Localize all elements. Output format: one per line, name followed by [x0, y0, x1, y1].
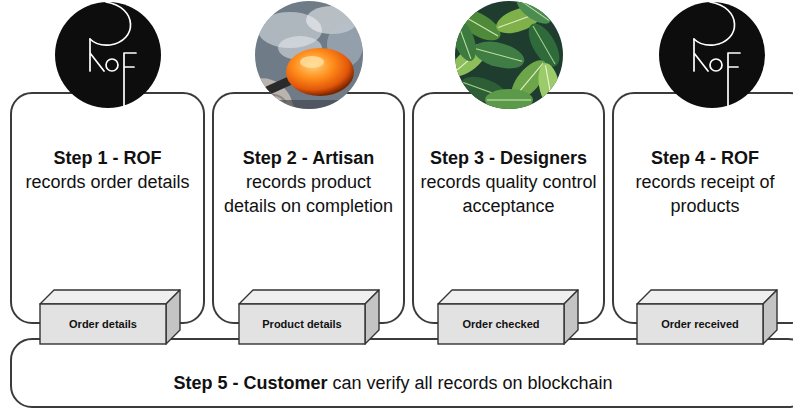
rof-logo-part-part [124, 53, 136, 108]
leaves-pattern-part-part-part [535, 62, 562, 109]
block-label: Order checked [462, 317, 539, 331]
artisan-photo-part [300, 56, 324, 68]
artisan-photo-part [254, 0, 366, 112]
text-block: Step 4 - ROFrecords receipt of products [628, 146, 782, 218]
leaves-pattern-part-part [471, 37, 527, 74]
leaves-pattern-part-part-part [487, 100, 531, 101]
rof-logo-part-part [90, 2, 131, 45]
block-top-face [637, 290, 777, 304]
step-description: records product details on completion [222, 170, 395, 218]
artisan-photo [254, 0, 366, 112]
process-box: Step 2 - Artisanrecords product details … [212, 92, 405, 324]
rof-logo-part-part [694, 39, 708, 71]
record-block: Order details [40, 304, 166, 344]
rof-logo-part [694, 2, 740, 108]
block-front-face [438, 304, 564, 344]
leaves-pattern-part-part-part [512, 0, 555, 29]
block-top-face [239, 290, 379, 304]
artisan-photo-part [286, 48, 354, 96]
step-heading: Step 5 - Customer [173, 373, 327, 393]
leaves-pattern-part [446, 0, 566, 111]
rof-logo [659, 2, 765, 108]
step-heading: Step 1 - ROF [20, 146, 195, 170]
step-description: records receipt of products [628, 170, 782, 218]
block-side-face [365, 290, 379, 344]
text-block: Step 3 - Designersrecords quality contro… [420, 146, 597, 218]
leaves-pattern-part-part-part [471, 37, 527, 74]
process-box: Step 1 - ROFrecords order details [10, 92, 205, 324]
rof-logo-part [55, 2, 161, 108]
block-label: Order details [69, 317, 137, 331]
block-top-face [438, 290, 578, 304]
leaves-pattern [446, 0, 566, 112]
rof-logo-part-part [90, 39, 104, 71]
summary-band: Step 5 - Customercan verify all records … [10, 338, 793, 408]
leaves-pattern-part-part [535, 62, 562, 109]
leaves-pattern-part-part [485, 89, 533, 111]
leaves-pattern-part-part [447, 16, 481, 64]
step-description: records quality control acceptance [420, 170, 597, 218]
block-front-face [40, 304, 166, 344]
step-description: records order details [20, 170, 195, 194]
leaves-pattern-part-part-part [447, 16, 481, 64]
leaves-pattern-part-part-part [485, 89, 533, 111]
record-block: Order checked [438, 304, 564, 344]
rof-logo-part-part [694, 2, 735, 45]
rof-logo-part-part [106, 59, 118, 71]
leaves-pattern-part-part-part [476, 49, 522, 61]
record-block: Product details [239, 304, 365, 344]
step-heading: Step 2 - Artisan [222, 146, 395, 170]
block-front-face [637, 304, 763, 344]
text-block: Step 2 - Artisanrecords product details … [222, 146, 395, 218]
record-block: Order received [637, 304, 763, 344]
leaves-pattern-part-part-part [546, 65, 553, 104]
rof-logo-part-part [728, 53, 740, 108]
block-top-face [40, 290, 180, 304]
rof-logo-part [90, 2, 136, 108]
rof-logo [55, 2, 161, 108]
leaves-pattern-part-part-part [533, 26, 555, 64]
step-heading: Step 3 - Designers [420, 146, 597, 170]
leaves-pattern-part-part [512, 0, 555, 29]
artisan-photo-part [254, 100, 366, 112]
block-label: Order received [661, 317, 739, 331]
block-label: Product details [262, 317, 341, 331]
rof-logo-part-part [710, 59, 722, 71]
text-block: Step 1 - ROFrecords order details [20, 146, 195, 194]
leaves-pattern-part-part-part [457, 21, 471, 59]
block-side-face [166, 290, 180, 344]
step-description: can verify all records on blockchain [332, 373, 612, 393]
block-side-face [763, 290, 777, 344]
text-line: Step 5 - Customercan verify all records … [173, 371, 612, 395]
step-heading: Step 4 - ROF [628, 146, 782, 170]
process-box: Step 3 - Designersrecords quality contro… [412, 92, 605, 324]
process-box: Step 4 - ROFrecords receipt of products [612, 92, 793, 324]
block-side-face [564, 290, 578, 344]
rof-logo-part [659, 2, 765, 108]
leaves-pattern-part-part-part [519, 0, 548, 20]
block-front-face [239, 304, 365, 344]
